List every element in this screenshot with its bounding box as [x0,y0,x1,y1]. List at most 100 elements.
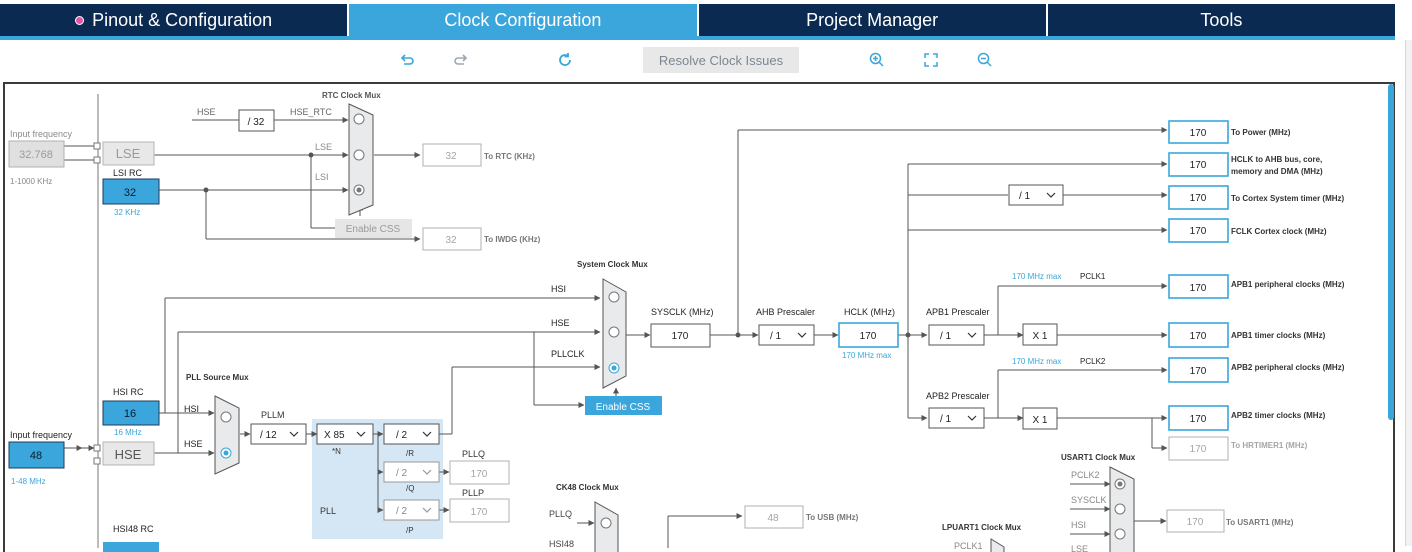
output-value: 170 [1190,366,1207,377]
to-usb-field[interactable] [744,505,804,529]
lsi-rc-box[interactable] [102,178,160,205]
cortex-timer-div-select[interactable] [1008,184,1064,206]
hsi-rc-box[interactable] [102,400,160,426]
usart1-pclk2-label: PCLK2 [1071,470,1100,480]
tab-label: Pinout & Configuration [92,9,273,30]
pll-source-option-hsi[interactable] [220,411,232,423]
output-apb1-timer: 170 APB1 timer clocks (MHz) [1168,322,1326,348]
undo-icon[interactable] [395,48,419,72]
output-value: 170 [1190,160,1207,171]
apb1-max-label: 170 MHz max [1012,272,1061,281]
pllp-field[interactable] [449,498,510,523]
to-iwdg-field[interactable] [422,227,482,251]
to-iwdg-value: 32 [445,235,457,246]
zoom-in-icon[interactable] [865,48,889,72]
tab-clock-configuration[interactable]: Clock Configuration [349,4,699,36]
output-label-line2: memory and DMA (MHz) [1231,167,1323,176]
output-field[interactable] [1168,185,1229,210]
sys-mux-option-hsi[interactable] [608,291,620,303]
pll-p-label: /P [406,526,414,535]
hsi48-rc-label: HSI48 RC [113,524,154,534]
rtc-div32-value: / 32 [248,117,265,128]
main-tab-bar: Pinout & Configuration Clock Configurati… [0,4,1395,36]
sysclk-field[interactable] [650,323,711,348]
output-label: APB1 peripheral clocks (MHz) [1231,280,1345,289]
chevron-down-icon [967,332,977,338]
output-field[interactable] [1168,218,1229,243]
usart1-mux-option-hsi[interactable] [1114,528,1126,540]
rtc-mux-lsi-label: LSI [315,172,329,182]
hclk-field[interactable] [838,322,899,348]
page-scrollbar-track[interactable] [1405,40,1412,546]
output-field[interactable] [1168,322,1229,348]
resolve-clock-issues-button[interactable]: Resolve Clock Issues [643,47,799,73]
lpuart1-pclk1-label: PCLK1 [954,541,983,551]
rtc-mux-lse-label: LSE [315,142,332,152]
output-field[interactable] [1168,405,1229,431]
pll-r-label: /R [406,449,414,458]
hse-box[interactable] [102,441,155,466]
pllq-field[interactable] [449,460,510,485]
rtc-mux-option-lse[interactable] [353,149,365,161]
sys-mux-option-hse[interactable] [608,326,620,338]
hsi48-rc-box[interactable] [103,542,159,552]
input-frequency-hse-range: 1-48 MHz [11,477,46,486]
ahb-prescaler-value: / 1 [770,331,782,342]
apb2-timer-multiplier [1022,407,1058,430]
input-frequency-hse-field[interactable] [8,441,65,469]
output-field[interactable] [1168,152,1229,177]
enable-css-system-button[interactable] [585,396,662,415]
usart1-hsi-label: HSI [1071,520,1086,530]
output-field[interactable] [1168,436,1229,461]
enable-css-rtc-button[interactable] [335,219,412,238]
pclk2-label: PCLK2 [1080,357,1106,366]
diagram-scrollbar[interactable] [1388,84,1394,420]
pll-p-value: / 2 [396,506,408,517]
cortex-timer-div-value: / 1 [1019,191,1031,202]
usart1-mux-option-sysclk[interactable] [1114,503,1126,515]
refresh-icon[interactable] [553,48,577,72]
pll-r-select[interactable] [383,423,440,445]
output-label: APB2 timer clocks (MHz) [1231,411,1326,420]
status-dot-icon [75,15,85,25]
ahb-prescaler-select[interactable] [758,324,815,346]
pll-n-label: *N [332,447,341,456]
pllm-value: / 12 [260,430,277,441]
input-frequency-field[interactable] [8,140,65,168]
redo-icon[interactable] [449,48,473,72]
ck48-mux-option-pllq[interactable] [600,517,612,529]
pll-n-select[interactable] [316,423,374,445]
apb1-prescaler-select[interactable] [928,324,985,346]
to-rtc-field[interactable] [422,143,482,167]
output-field[interactable] [1168,274,1229,299]
pll-q-select[interactable] [383,461,440,483]
output-field[interactable] [1168,120,1229,144]
rtc-mux-option-hse[interactable] [353,113,365,125]
fit-screen-icon[interactable] [919,48,943,72]
to-usart1-field[interactable] [1166,509,1225,533]
apb2-prescaler-select[interactable] [928,407,985,429]
rtc-div32-box[interactable] [238,109,275,132]
output-label: To Cortex System timer (MHz) [1231,194,1345,203]
pll-source-mux-title: PLL Source Mux [186,373,249,382]
output-field[interactable] [1168,357,1229,383]
sys-mux-pllclk-label: PLLCLK [551,349,585,359]
clock-tree-canvas: Input frequency 32.768 1-1000 KHz LSE LS… [3,82,1395,552]
tab-label: Project Manager [806,9,939,30]
output-apb2-peripheral: 170 APB2 peripheral clocks (MHz) [1168,357,1345,383]
to-iwdg-label: To IWDG (KHz) [484,235,541,244]
tab-tools[interactable]: Tools [1048,4,1395,36]
output-label: FCLK Cortex clock (MHz) [1231,227,1327,236]
pll-p-select[interactable] [383,499,440,521]
lse-port-icon [93,156,101,164]
output-value: 170 [1190,414,1207,425]
zoom-out-icon[interactable] [973,48,997,72]
usart1-lse-label: LSE [1071,544,1088,552]
lse-box[interactable] [102,141,155,166]
apb1-prescaler-value: / 1 [940,331,952,342]
tab-pinout-configuration[interactable]: Pinout & Configuration [0,4,350,36]
pllm-select[interactable] [250,423,307,445]
input-frequency-value: 32.768 [19,149,53,161]
apb2-max-label: 170 MHz max [1012,357,1061,366]
tab-project-manager[interactable]: Project Manager [699,4,1048,36]
